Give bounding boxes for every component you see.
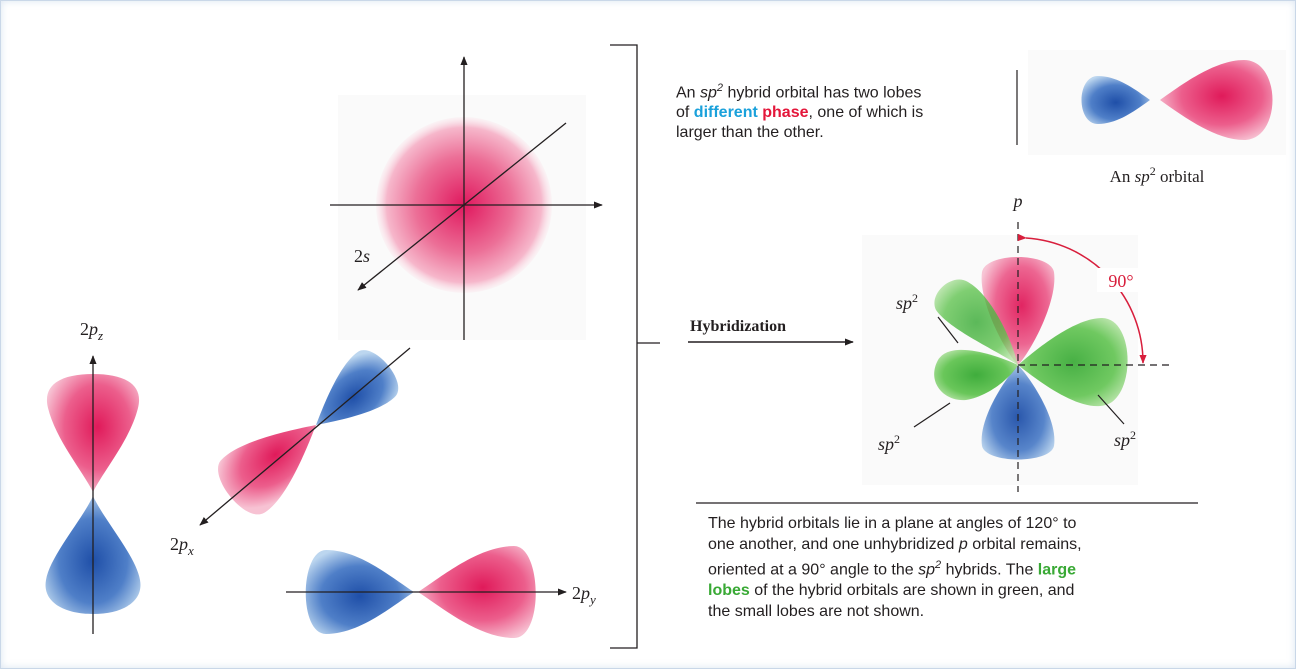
- hybridization-arrow: Hybridization: [688, 318, 853, 342]
- top-note-text: , one of which is: [809, 104, 924, 121]
- top-note-text: of: [676, 104, 694, 121]
- keyword-large: large: [1038, 561, 1076, 578]
- sp2-orbital-caption: An sp2 orbital: [1110, 164, 1205, 186]
- orbital-2px-back-lobe: [297, 342, 406, 447]
- bottom-note-text: one another, and one unhybridized: [708, 536, 959, 553]
- bottom-note-text: oriented at a 90° angle to the: [708, 561, 918, 578]
- top-note: An sp2 hybrid orbital has two lobes of d…: [676, 78, 1011, 143]
- grouping-bracket: [610, 45, 637, 648]
- top-note-text: hybrid orbital has two lobes: [723, 84, 921, 101]
- top-note-sp: sp: [700, 84, 717, 101]
- label-2s: 2s: [354, 246, 370, 266]
- label-2px: 2px: [170, 534, 194, 558]
- keyword-different: different: [694, 104, 758, 121]
- keyword-lobes: lobes: [708, 582, 750, 599]
- bottom-note-text: of the hybrid orbitals are shown in gree…: [750, 582, 1075, 599]
- bottom-note-sp: sp: [918, 561, 935, 578]
- top-note-text: larger than the other.: [676, 124, 824, 141]
- hybridization-label: Hybridization: [690, 318, 786, 335]
- label-p-axis: p: [1012, 191, 1023, 211]
- bottom-note: The hybrid orbitals lie in a plane at an…: [708, 513, 1198, 622]
- bottom-note-p: p: [959, 536, 968, 553]
- keyword-phase: phase: [762, 104, 808, 121]
- angle-label: 90°: [1108, 271, 1133, 291]
- sp2-orbital-illustration: An sp2 orbital: [1028, 50, 1286, 186]
- label-2pz: 2pz: [80, 319, 103, 343]
- bottom-note-line: The hybrid orbitals lie in a plane at an…: [708, 513, 1198, 534]
- orbital-2px-front-lobe: [208, 399, 338, 524]
- label-2py: 2py: [572, 583, 596, 607]
- top-note-text: An: [676, 84, 700, 101]
- orbital-2pz: 2pz: [46, 319, 141, 634]
- bottom-note-text: hybrids. The: [941, 561, 1038, 578]
- axis-2px: [200, 348, 410, 525]
- orbital-2px: 2px: [170, 339, 410, 558]
- orbital-2s: 2s: [330, 57, 602, 340]
- sp2-hybrid-set: p 90° sp2 sp2 sp2: [862, 191, 1170, 492]
- bottom-note-line: the small lobes are not shown.: [708, 601, 1198, 622]
- orbital-2py: 2py: [286, 546, 596, 638]
- bottom-note-text: orbital remains,: [968, 536, 1082, 553]
